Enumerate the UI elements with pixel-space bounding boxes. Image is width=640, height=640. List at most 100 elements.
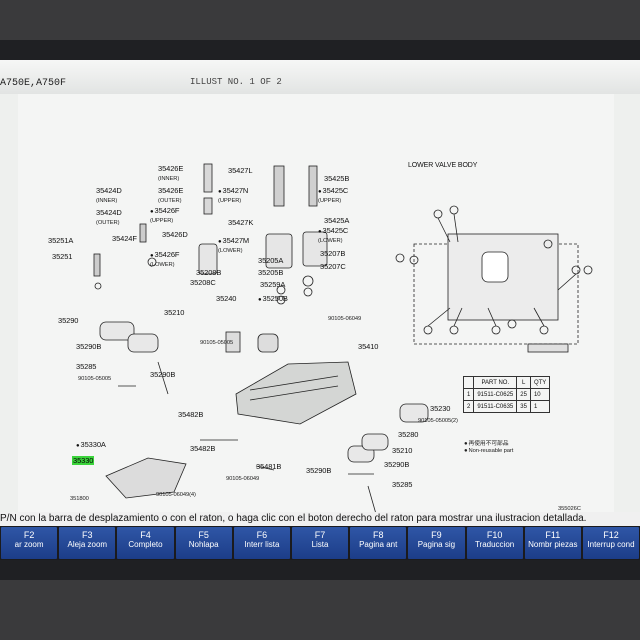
label-90105-05005-a[interactable]: 90105-05005 bbox=[200, 340, 234, 346]
valve-35426D-icon bbox=[198, 243, 218, 275]
label-35207C[interactable]: 35207C bbox=[320, 262, 346, 271]
label-35210[interactable]: 35210 bbox=[164, 308, 185, 317]
label-35410[interactable]: 35410 bbox=[358, 342, 379, 351]
screen: A750E,A750F ILLUST NO. 1 OF 2 bbox=[0, 60, 640, 560]
label-35424D-inner[interactable]: 35424D(INNER) bbox=[96, 186, 122, 204]
table-cell: 91511-C0625 bbox=[473, 388, 518, 401]
label-35230[interactable]: 35230 bbox=[430, 404, 451, 413]
label-35251[interactable]: 35251 bbox=[52, 252, 73, 261]
illust-label: ILLUST NO. 1 OF 2 bbox=[190, 77, 282, 87]
label-35208B[interactable]: 35208B bbox=[196, 268, 222, 277]
table-header-row: PART NO. L QTY bbox=[462, 376, 551, 389]
strainer-35330-icon bbox=[105, 457, 187, 499]
label-35290B-b[interactable]: 35290B bbox=[150, 370, 176, 379]
label-35330A[interactable]: 35330A bbox=[76, 440, 106, 449]
label-35426D[interactable]: 35426D bbox=[162, 230, 188, 239]
label-35426F-upper[interactable]: 35426F(UPPER) bbox=[150, 206, 179, 224]
parts-diagram[interactable]: 35426E(INNER) 35427L 35425B 35424D(INNER… bbox=[18, 94, 614, 526]
label-35259A[interactable]: 35259A bbox=[260, 280, 286, 289]
label-35424D-outer[interactable]: 35424D(OUTER) bbox=[96, 208, 122, 226]
label-35208C[interactable]: 35208C bbox=[190, 278, 216, 287]
solenoid-35230-icon bbox=[399, 403, 429, 423]
spring-35425B-icon bbox=[308, 165, 318, 207]
label-35205B[interactable]: 35205B bbox=[258, 268, 284, 277]
label-35290B-c[interactable]: 35290B bbox=[384, 460, 410, 469]
valve-35427K-icon bbox=[265, 233, 293, 269]
label-90105-06049-a[interactable]: 90105-06049 bbox=[328, 316, 362, 322]
solenoid-35280-icon bbox=[361, 433, 389, 451]
label-35425B[interactable]: 35425B bbox=[324, 174, 350, 183]
table-header: QTY bbox=[529, 376, 551, 389]
table-cell: 25 bbox=[516, 388, 531, 401]
table-header bbox=[462, 376, 475, 389]
label-35285-a[interactable]: 35285 bbox=[76, 362, 97, 371]
label-35425C-lower[interactable]: 35425C(LOWER) bbox=[318, 226, 348, 244]
table-cell: 10 bbox=[529, 388, 551, 401]
label-90105-06049-c[interactable]: 90105-06049(4) bbox=[156, 492, 196, 498]
label-figure-code: 351800 bbox=[70, 496, 89, 502]
label-35481B[interactable]: 35481B bbox=[256, 462, 282, 471]
label-35426F-lower[interactable]: 35426F(LOWER) bbox=[150, 250, 179, 268]
label-35427M[interactable]: 35427M(LOWER) bbox=[218, 236, 249, 254]
table-header: PART NO. bbox=[473, 376, 518, 389]
spring-35426E-icon bbox=[203, 163, 213, 193]
bolt-91511-icon bbox=[527, 343, 569, 353]
label-35210-b[interactable]: 35210 bbox=[392, 446, 413, 455]
table-cell: 1 bbox=[462, 388, 475, 401]
bolt-parts-table: PART NO. L QTY 1 91511-C0625 25 10 2 915… bbox=[462, 376, 551, 413]
solenoid-35250B-icon bbox=[257, 333, 279, 353]
label-35427N[interactable]: 35427N(UPPER) bbox=[218, 186, 248, 204]
label-35425A[interactable]: 35425A bbox=[324, 216, 350, 225]
ring-35251-icon bbox=[94, 282, 102, 290]
label-35207B[interactable]: 35207B bbox=[320, 249, 346, 258]
label-35285-b[interactable]: 35285 bbox=[392, 480, 413, 489]
label-35427K[interactable]: 35427K bbox=[228, 218, 254, 227]
status-hint: P/N con la barra de desplazamiento o con… bbox=[0, 512, 640, 526]
table-header: L bbox=[516, 376, 531, 389]
label-35426E-inner[interactable]: 35426E(INNER) bbox=[158, 164, 184, 182]
table-cell: 35 bbox=[516, 400, 531, 413]
pin-35251A-icon bbox=[93, 253, 101, 277]
table-cell: 2 bbox=[462, 400, 475, 413]
label-35290B-a[interactable]: 35290B bbox=[76, 342, 102, 351]
label-35482B-b[interactable]: 35482B bbox=[190, 444, 216, 453]
label-35427L[interactable]: 35427L bbox=[228, 166, 253, 175]
label-35240[interactable]: 35240 bbox=[216, 294, 237, 303]
label-90105-06049-b[interactable]: 90105-06049 bbox=[226, 476, 260, 482]
label-35330[interactable]: 35330 bbox=[72, 456, 95, 465]
solenoid-35290-icon bbox=[99, 321, 135, 341]
label-35290B-d[interactable]: 35290B bbox=[306, 466, 332, 475]
label-35426E-outer[interactable]: 35426E(OUTER) bbox=[158, 186, 184, 204]
label-90105-05005-c[interactable]: 90105-05005(2) bbox=[418, 418, 458, 424]
legend-reuse-jp: 再使用不可部品 bbox=[464, 438, 509, 447]
label-35205A[interactable]: 35205A bbox=[258, 256, 284, 265]
label-35290[interactable]: 35290 bbox=[58, 316, 79, 325]
label-90105-05005-b[interactable]: 90105-05005 bbox=[78, 376, 112, 382]
model-label: A750E,A750F bbox=[0, 78, 67, 89]
solenoid-35210-icon bbox=[127, 333, 159, 353]
spring-35426E-outer-icon bbox=[203, 197, 213, 215]
spring-35424D-icon bbox=[139, 223, 147, 243]
label-35250B[interactable]: 35250B bbox=[258, 294, 288, 303]
table-cell: 1 bbox=[529, 400, 551, 413]
label-35280[interactable]: 35280 bbox=[398, 430, 419, 439]
label-35482B-a[interactable]: 35482B bbox=[178, 410, 204, 419]
label-figure-id: 355026C bbox=[558, 506, 581, 512]
title-strip: A750E,A750F ILLUST NO. 1 OF 2 bbox=[0, 60, 640, 94]
label-35425C-upper[interactable]: 35425C(UPPER) bbox=[318, 186, 348, 204]
label-35424F[interactable]: 35424F bbox=[112, 234, 137, 243]
label-35251A[interactable]: 35251A bbox=[48, 236, 74, 245]
table-row: 2 91511-C0635 35 1 bbox=[462, 400, 551, 413]
